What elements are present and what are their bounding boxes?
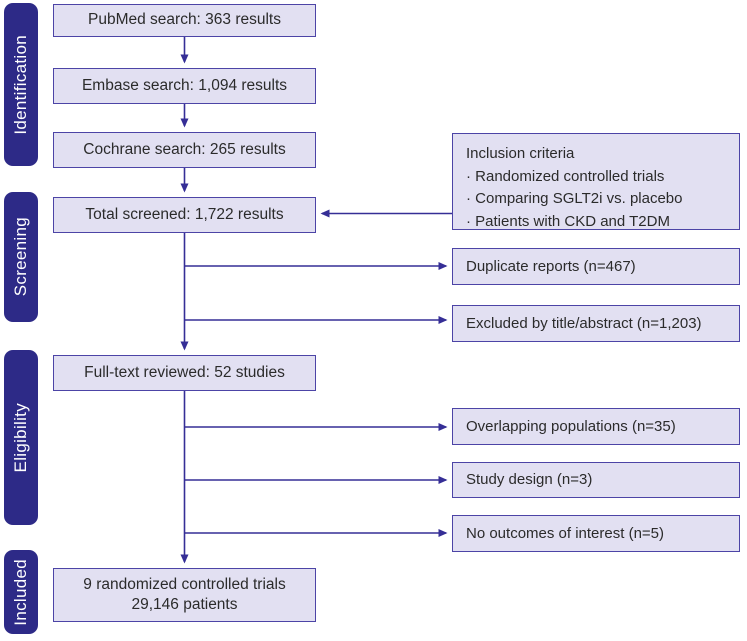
stage-screening-label: Screening — [11, 217, 30, 297]
inclusion-criteria-item: · Comparing SGLT2i vs. placebo — [466, 190, 683, 207]
box-excluded-title-abstract-text: Excluded by title/abstract (n=1,203) — [466, 314, 702, 332]
box-cochrane-search: Cochrane search: 265 results — [53, 132, 316, 168]
box-overlapping-populations: Overlapping populations (n=35) — [452, 408, 740, 445]
box-pubmed-search: PubMed search: 363 results — [53, 4, 316, 37]
stage-screening: Screening — [4, 192, 38, 322]
box-duplicate-reports: Duplicate reports (n=467) — [452, 248, 740, 285]
box-embase-search-text: Embase search: 1,094 results — [81, 76, 288, 94]
stage-included-label: Included — [11, 558, 30, 626]
box-fulltext-reviewed: Full-text reviewed: 52 studies — [53, 355, 316, 391]
inclusion-criteria-item: · Patients with CKD and T2DM — [466, 212, 670, 230]
stage-identification-label: Identification — [11, 34, 30, 135]
stage-eligibility: Eligibility — [4, 350, 38, 525]
box-study-design-text: Study design (n=3) — [466, 471, 593, 489]
box-study-design: Study design (n=3) — [452, 462, 740, 498]
box-no-outcomes-text: No outcomes of interest (n=5) — [466, 524, 665, 542]
box-pubmed-search-text: PubMed search: 363 results — [88, 11, 281, 29]
inclusion-criteria-title: Inclusion criteria — [466, 145, 575, 162]
box-duplicate-reports-text: Duplicate reports (n=467) — [466, 257, 636, 275]
box-no-outcomes: No outcomes of interest (n=5) — [452, 515, 740, 552]
box-embase-search: Embase search: 1,094 results — [53, 68, 316, 104]
box-inclusion-criteria: Inclusion criteria · Randomized controll… — [452, 133, 740, 230]
box-included-trials-line2: 29,146 patients — [131, 596, 238, 613]
box-total-screened-text: Total screened: 1,722 results — [85, 205, 284, 223]
box-excluded-title-abstract: Excluded by title/abstract (n=1,203) — [452, 305, 740, 342]
box-fulltext-reviewed-text: Full-text reviewed: 52 studies — [84, 363, 285, 381]
box-cochrane-search-text: Cochrane search: 265 results — [83, 140, 286, 158]
box-included-trials-line1: 9 randomized controlled trials — [83, 575, 286, 593]
stage-included: Included — [4, 550, 38, 634]
stage-identification: Identification — [4, 3, 38, 166]
box-included-trials: 9 randomized controlled trials 29,146 pa… — [53, 568, 316, 622]
stage-eligibility-label: Eligibility — [11, 402, 30, 473]
box-overlapping-populations-text: Overlapping populations (n=35) — [466, 417, 676, 435]
box-total-screened: Total screened: 1,722 results — [53, 197, 316, 233]
inclusion-criteria-item: · Randomized controlled trials — [466, 167, 665, 185]
